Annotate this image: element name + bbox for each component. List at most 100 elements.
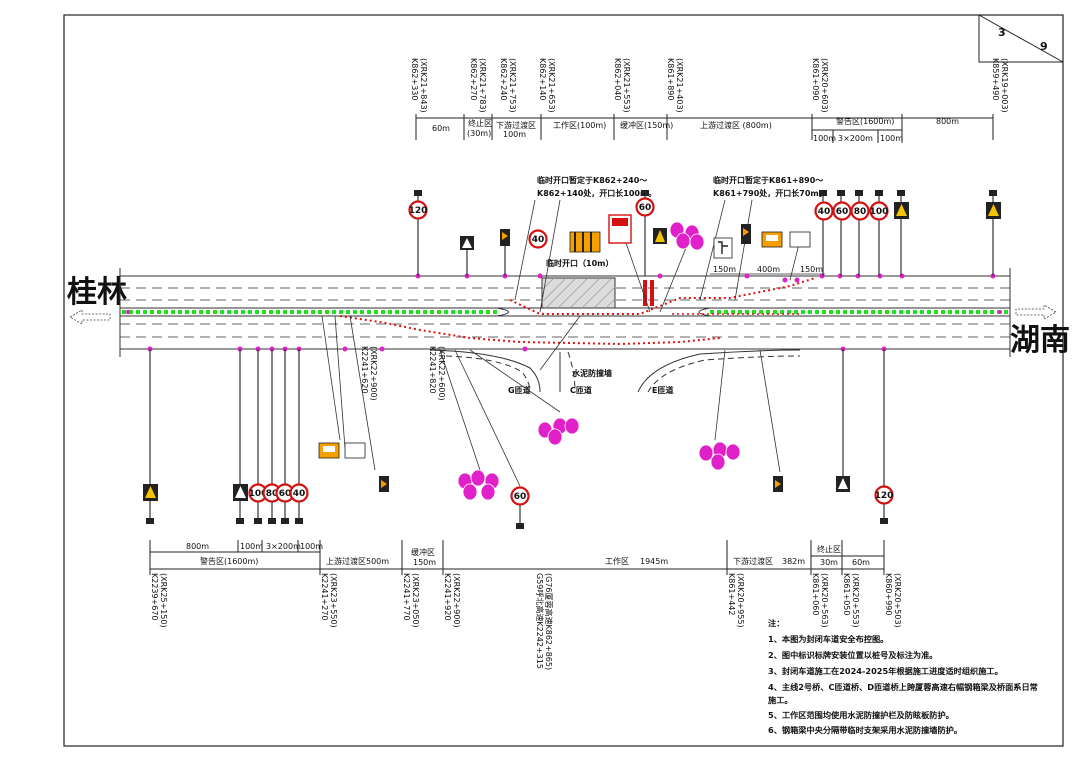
speed-sign-top-120: 120 — [408, 200, 428, 220]
svg-text:(XRK20+563): (XRK20+563) — [820, 573, 829, 628]
callout-barrier: 水泥防撞墙 — [571, 368, 612, 378]
bottom-zone-table — [149, 540, 885, 575]
bottom-zone-3x200: 3×200m — [266, 542, 301, 551]
traffic-cone-line-lower — [339, 315, 721, 346]
bottom-zone-buffer-len: 150m — [413, 558, 436, 567]
bottom-zone-end-len: 30m — [820, 558, 838, 567]
svg-text:60: 60 — [639, 203, 652, 213]
title-block: 3 9 — [978, 14, 1064, 63]
svg-text:(XRK22+600): (XRK22+600) — [437, 346, 446, 401]
mid-stake-2: K2241+820(XRK22+600) — [428, 346, 446, 401]
barrel-cluster-icon — [457, 221, 741, 501]
dist-150b: 150m — [800, 265, 823, 274]
svg-text:100: 100 — [870, 207, 889, 217]
top-zone-100b: 100m — [880, 134, 903, 143]
speed-sign-top-40b: 40 — [814, 201, 834, 221]
svg-text:(XRK20+955): (XRK20+955) — [736, 573, 745, 628]
bottom-zone-end: 终止区 — [817, 544, 841, 554]
mid-stake-1: K2241+620(XRK22+900) — [360, 346, 378, 401]
bottom-stake-9: K860+990 — [884, 573, 893, 616]
note-4b: 施工。 — [768, 695, 793, 705]
svg-text:80: 80 — [854, 207, 867, 217]
top-stake-8: K859+490 — [991, 58, 1000, 101]
svg-text:40: 40 — [532, 235, 545, 245]
arrow-right-icon — [1015, 304, 1057, 320]
note-4a: 4、主线2号桥、C匝道桥、D匝道桥上跨厦蓉高速右幅钢箱梁及桥面系日常 — [768, 682, 1038, 692]
top-stake-2: K862+270 — [469, 58, 478, 101]
bottom-stake-5: G59呼北高速K2242+315 — [535, 573, 545, 669]
speed-sign-top-60: 60 — [635, 197, 655, 217]
city-label-right: 湖南 — [1010, 323, 1070, 358]
warning-sign-bottom-icon — [143, 476, 850, 501]
speed-sign-top-40a: 40 — [528, 229, 548, 249]
speed-sign-top-100: 100 — [869, 201, 889, 221]
svg-text:40: 40 — [818, 207, 831, 217]
top-zone-800m: 800m — [936, 117, 959, 126]
svg-text:(XRK22+900): (XRK22+900) — [452, 573, 461, 628]
bottom-zone-warn: 警告区(1600m) — [200, 556, 258, 566]
svg-text:(XRK20+503): (XRK20+503) — [893, 573, 902, 628]
bottom-stake-2: K2241+270 — [320, 573, 329, 621]
top-stake-4: K862+140 — [538, 58, 547, 101]
svg-text:(XRK21+653): (XRK21+653) — [547, 58, 556, 113]
svg-text:(XRK21+403): (XRK21+403) — [675, 58, 684, 113]
work-area — [541, 277, 654, 309]
bottom-zone-down-len: 382m — [782, 557, 805, 566]
svg-text:(XRK21+783): (XRK21+783) — [478, 58, 487, 113]
svg-text:120: 120 — [409, 206, 428, 216]
note-5: 5、工作区范围均使用水泥防撞护栏及防眩板防护。 — [768, 710, 954, 720]
bottom-stake-labels: K2239+670(XRK25+150) K2241+270(XRK23+550… — [150, 573, 902, 670]
top-zone-60m: 60m — [432, 124, 450, 133]
top-zone-end: 终止区 — [468, 118, 492, 128]
svg-text:K2241+620: K2241+620 — [360, 346, 369, 394]
bottom-stake-4: K2241+920 — [443, 573, 452, 621]
top-stake-labels: K862+330(XRK21+843) K862+270(XRK21+783) … — [410, 58, 1009, 113]
top-zone-table — [415, 114, 994, 143]
bottom-zone-buffer: 缓冲区 — [411, 547, 435, 557]
svg-text:80: 80 — [266, 489, 279, 499]
speed-sign-bottom-100: 100 — [248, 483, 268, 503]
top-zone-down-trans: 下游过渡区 — [496, 120, 536, 130]
speed-sign-top-60b: 60 — [832, 201, 852, 221]
ramp-lines — [429, 349, 801, 393]
top-stake-3: K862+240 — [499, 58, 508, 101]
bottom-zone-work: 工作区 — [605, 556, 629, 566]
svg-text:60: 60 — [836, 207, 849, 217]
bottom-stake-6: K861+442 — [727, 573, 736, 616]
sheet-number: 3 — [998, 26, 1006, 39]
note-2: 2、图中标识标牌安装位置以桩号及标注为准。 — [768, 650, 937, 660]
speed-sign-bottom-80: 80 — [262, 483, 282, 503]
note-6: 6、钢箱梁中央分隔带临时支架采用水泥防撞墙防护。 — [768, 725, 962, 735]
dist-150a: 150m — [713, 265, 736, 274]
svg-text:(XRK25+150): (XRK25+150) — [159, 573, 168, 628]
top-zone-buffer: 缓冲区(150m) — [620, 120, 673, 130]
svg-text:(XRK21+753): (XRK21+753) — [508, 58, 517, 113]
bottom-zone-800m: 800m — [186, 542, 209, 551]
svg-text:(XRK23+050): (XRK23+050) — [411, 573, 420, 628]
bottom-zone-up-trans: 上游过渡区 — [326, 556, 366, 566]
svg-text:(XRK19+003): (XRK19+003) — [1000, 58, 1009, 113]
top-stake-1: K862+330 — [410, 58, 419, 101]
callout-open2-l2: K861+790处，开口长70m。 — [713, 188, 827, 198]
speed-sign-bottom-120: 120 — [874, 485, 894, 505]
speed-sign-bottom-60b: 60 — [510, 486, 530, 506]
bottom-zone-100a: 100m — [240, 542, 263, 551]
bottom-zone-up-len: 500m — [366, 557, 389, 566]
bottom-stake-1: K2239+670 — [150, 573, 159, 621]
svg-text:60: 60 — [279, 489, 292, 499]
top-zone-down-len: 100m — [503, 130, 526, 139]
callout-open1-l2: K862+140处，开口长100m。 — [537, 188, 656, 198]
notes-head: 注： — [768, 618, 784, 628]
top-stake-6: K861+890 — [666, 58, 675, 101]
warning-sign-icon — [460, 202, 1001, 250]
top-zone-up-trans: 上游过渡区 (800m) — [700, 120, 772, 130]
svg-text:40: 40 — [293, 489, 306, 499]
bottom-zone-100b: 100m — [300, 542, 323, 551]
ramp-g-label: G匝道 — [508, 385, 531, 395]
svg-text:120: 120 — [875, 491, 894, 501]
dist-400: 400m — [757, 265, 780, 274]
svg-text:K2241+820: K2241+820 — [428, 346, 437, 394]
top-zone-100a: 100m — [813, 134, 836, 143]
note-3: 3、封闭车道施工在2024-2025年根据施工进度适时组织施工。 — [768, 666, 1003, 676]
